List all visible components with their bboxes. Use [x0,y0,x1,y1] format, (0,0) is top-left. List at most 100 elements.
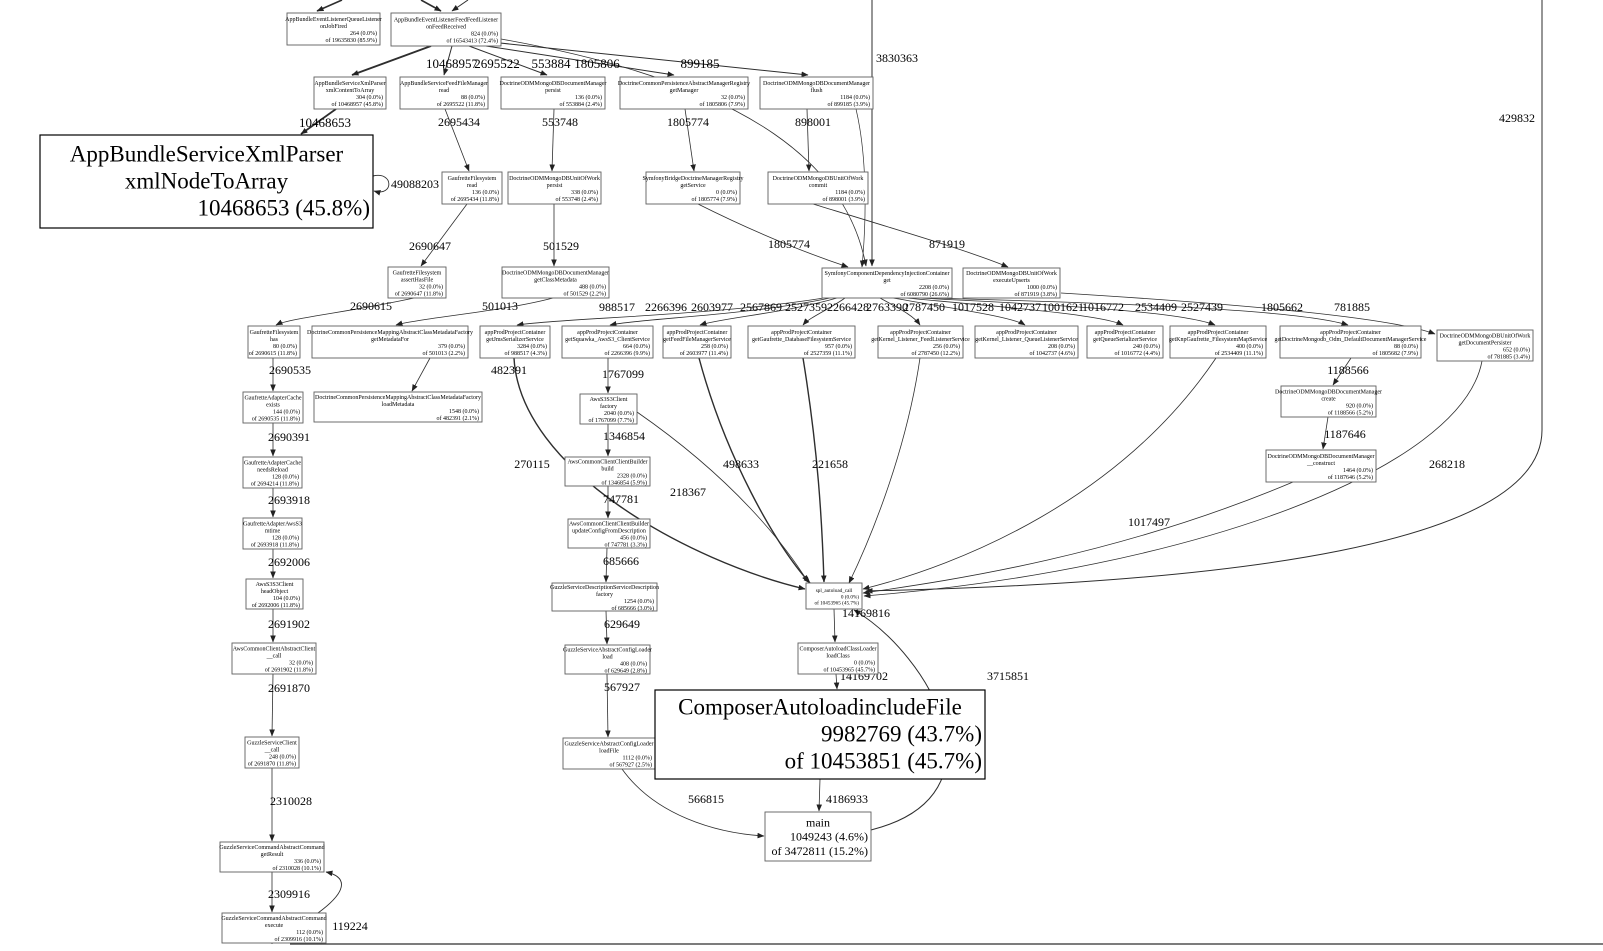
node-box[interactable] [507,171,602,205]
node-box[interactable] [747,325,856,359]
node-box[interactable] [962,267,1061,299]
node-container-getfeedfilemanagerservice[interactable]: appProdProjectContainergetFeedFileManage… [662,325,732,359]
node-box[interactable] [221,912,327,944]
node-configloader-loadfile[interactable]: GuzzleServiceAbstractConfigLoaderloadFil… [562,737,656,770]
node-box[interactable] [244,736,300,769]
node-box[interactable] [390,12,502,47]
node-container-getkernel-listener-feedlistenerservice[interactable]: appProdProjectContainergetKernel_Listene… [871,325,970,359]
node-documentmanager-getclassmetadata[interactable]: DoctrineODMMongoDBDocumentManagergetClas… [501,266,610,299]
node-managerregistry-getservice[interactable]: SymfonyBridgeDoctrineManagerRegistrygetS… [643,171,744,205]
node-container-getjmsserializerservice[interactable]: appProdProjectContainergetJmsSerializerS… [479,325,551,359]
node-box[interactable] [1279,325,1422,359]
node-box[interactable] [551,582,658,612]
node-box[interactable] [805,582,863,610]
node-box[interactable] [564,456,651,487]
node-box[interactable] [877,325,964,359]
node-box[interactable] [1280,385,1377,418]
node-box[interactable] [399,76,489,110]
node-clientbuilder-updateconfigfromdescription[interactable]: AwsCommonClientClientBuilderupdateConfig… [567,518,651,549]
node-box[interactable] [767,171,869,205]
node-documentmanager-flush[interactable]: DoctrineODMMongoDBDocumentManagerflush11… [759,76,874,110]
node-box[interactable] [974,325,1079,359]
node-container-getqueueserializerservice[interactable]: appProdProjectContainergetQueueSerialize… [1086,325,1164,359]
node-box[interactable] [619,76,749,110]
node-box[interactable] [231,642,317,675]
node-box[interactable] [313,391,483,423]
node-abstractmanagerregistry-getmanager[interactable]: DoctrineCommonPersistenceAbstractManager… [618,76,750,110]
node-container-getkernel-listener-queuelistenerservice[interactable]: appProdProjectContainergetKernel_Listene… [974,325,1079,359]
node-box[interactable] [1436,329,1534,362]
node-container-get[interactable]: SymfonyComponentDependencyInjectionConta… [821,267,953,299]
node-box[interactable] [561,325,654,359]
node-box[interactable] [247,325,301,359]
node-box[interactable] [441,171,503,205]
node-box[interactable] [286,12,381,46]
node-box[interactable] [311,325,469,359]
node-xmlparser-xmlnodetoarray[interactable]: AppBundleServiceXmlParserxmlNodeToArray1… [39,134,374,229]
node-documentmanager-create[interactable]: DoctrineODMMongoDBDocumentManagercreate9… [1275,385,1382,418]
node-box[interactable] [242,456,303,489]
node-box[interactable] [764,811,872,862]
node-box[interactable] [562,737,656,770]
node-container-getgaufrette-databasefilesystemservice[interactable]: appProdProjectContainergetGaufrette_Data… [747,325,856,359]
node-box[interactable] [313,76,387,110]
node-box[interactable] [579,393,638,425]
node-box[interactable] [219,841,325,873]
node-abstractcommand-execute[interactable]: GuzzleServiceCommandAbstractCommandexecu… [221,912,327,944]
node-box[interactable] [242,517,303,550]
node-box[interactable] [242,391,304,424]
node-configloader-load[interactable]: GuzzleServiceAbstractConfigLoaderload408… [563,644,652,675]
node-metadatafactory-loadmetadata[interactable]: DoctrineCommonPersistenceMappingAbstract… [313,391,483,423]
node-box[interactable] [759,76,874,110]
node-box[interactable] [479,325,551,359]
node-unitofwork-executeupserts[interactable]: DoctrineODMMongoDBUnitOfWorkexecuteUpser… [962,267,1061,299]
node-documentmanager-persist[interactable]: DoctrineODMMongoDBDocumentManagerpersist… [500,76,607,110]
node-box[interactable] [654,689,986,780]
node-box[interactable] [500,76,606,110]
node-feed-listener-onfeedreceived[interactable]: AppBundleEventListenerFeedFeedListeneron… [390,12,502,47]
node-abstractcommand-getresult[interactable]: GuzzleServiceCommandAbstractCommandgetRe… [219,841,325,873]
node-container-getsquawka-awss3-clientservice[interactable]: appProdProjectContainergetSquawka_AwsS3_… [561,325,654,359]
node-box[interactable] [39,134,374,229]
node-box[interactable] [797,642,879,675]
node-metadatafactory-getmetadatafor[interactable]: DoctrineCommonPersistenceMappingAbstract… [307,325,473,359]
node-container-getknpgaufrette-filesystemmapservice[interactable]: appProdProjectContainergetKnpGaufrette_F… [1169,325,1268,359]
node-box[interactable] [501,266,610,299]
node-box[interactable] [387,266,447,299]
node-box[interactable] [245,578,304,610]
node-box[interactable] [564,644,651,675]
node-servicedescription-factory[interactable]: GuzzleServiceDescriptionServiceDescripti… [550,582,659,612]
node-unitofwork-getdocumentpersister[interactable]: DoctrineODMMongoDBUnitOfWorkgetDocumentP… [1436,329,1534,362]
node-documentmanager-construct[interactable]: DoctrineODMMongoDBDocumentManager__const… [1265,449,1377,483]
node-box[interactable] [1169,325,1267,359]
node-container-getdoctrinemongodb-odm-defaultdocumentmanagerservice[interactable]: appProdProjectContainergetDoctrineMongod… [1275,325,1427,359]
node-box[interactable] [1086,325,1164,359]
node-box[interactable] [645,171,741,205]
node-box[interactable] [821,267,953,299]
node-box[interactable] [567,518,651,549]
node-queue-listener-onjobfired[interactable]: AppBundleEventListenerQueueListeneronJob… [285,12,382,46]
node-box[interactable] [662,325,732,359]
node-box[interactable] [1265,449,1377,483]
node-xmlparser-xmlcontenttoarray[interactable]: AppBundleServiceXmlParserxmlContentToArr… [313,76,387,110]
